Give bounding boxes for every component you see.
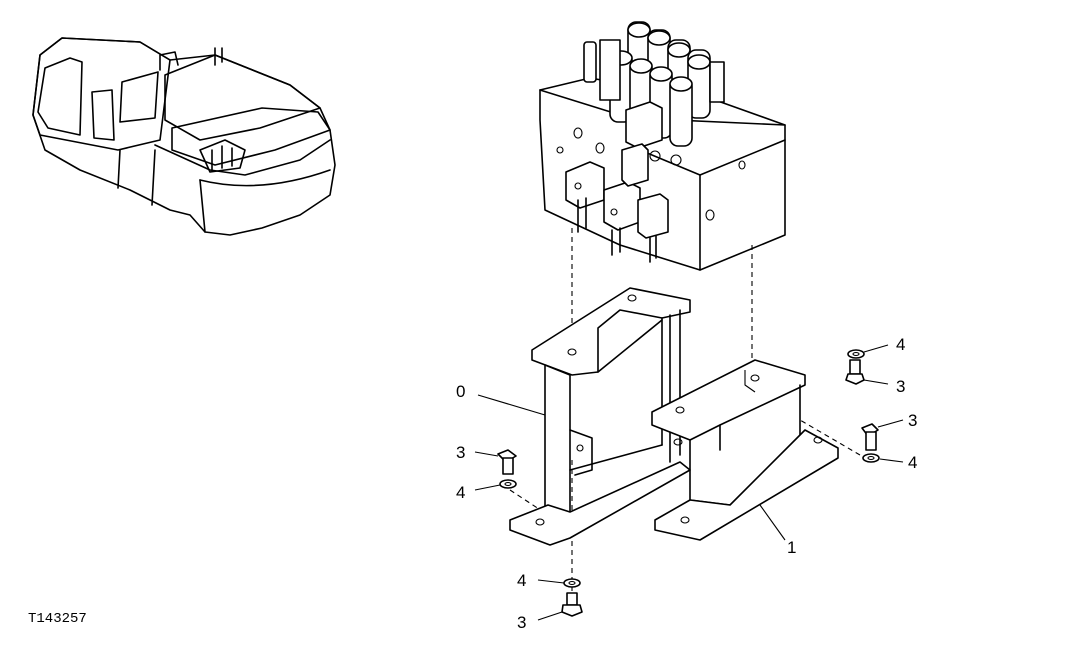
callout-4: 4	[456, 483, 465, 502]
callout-4: 4	[517, 571, 526, 590]
callout-4: 4	[896, 335, 905, 354]
washer-icon	[847, 349, 865, 359]
washer-icon	[563, 578, 581, 588]
callout-labels: 0 1 3 3 3 3 4 4 4 4	[456, 335, 917, 632]
figure-reference-id: T143257	[28, 611, 87, 627]
bolt-icon	[845, 359, 865, 385]
callout-4: 4	[908, 453, 917, 472]
callout-3: 3	[896, 377, 905, 396]
callout-3: 3	[908, 411, 917, 430]
callout-0: 0	[456, 382, 465, 401]
bolt-icon	[497, 449, 517, 475]
callout-3: 3	[517, 613, 526, 632]
bolt-icon	[861, 423, 879, 451]
bracket-assembly	[477, 287, 691, 546]
callout-3: 3	[456, 443, 465, 462]
bolt-icon	[561, 592, 583, 617]
fasteners	[474, 344, 904, 621]
washer-icon	[862, 453, 880, 463]
support-part	[651, 359, 839, 541]
excavator-location-view	[32, 37, 336, 236]
control-valve	[539, 21, 786, 271]
callout-1: 1	[787, 538, 796, 557]
washer-icon	[499, 479, 517, 489]
